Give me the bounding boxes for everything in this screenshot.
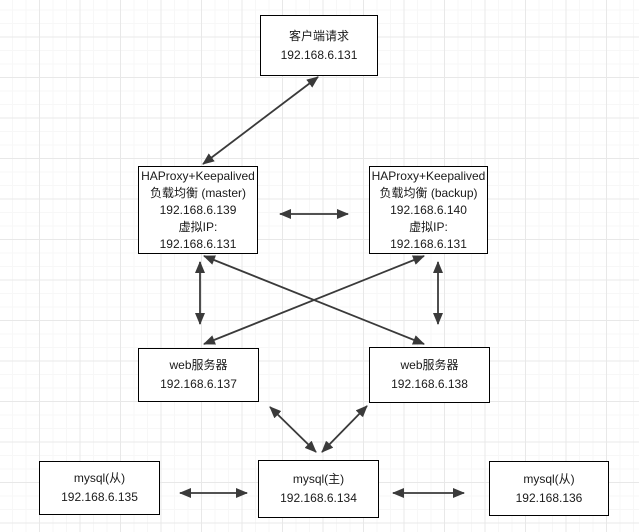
node-lb-backup-vip-label: 虚拟IP: bbox=[409, 219, 448, 234]
node-web-server-1: web服务器 192.168.6.137 bbox=[138, 348, 259, 402]
node-web-server-2-ip: 192.168.6.138 bbox=[391, 377, 468, 391]
node-mysql-slave-1: mysql(从) 192.168.6.135 bbox=[39, 461, 160, 515]
node-mysql-slave-1-label: mysql(从) bbox=[73, 471, 126, 485]
node-mysql-master: mysql(主) 192.168.6.134 bbox=[258, 460, 379, 518]
node-client-label: 客户端请求 bbox=[288, 28, 349, 43]
node-web-server-2: web服务器 192.168.6.138 bbox=[369, 347, 490, 403]
node-lb-backup-line2: 负载均衡 (backup) bbox=[379, 185, 478, 200]
edge-lb-backup-web1 bbox=[203, 255, 425, 345]
node-mysql-slave-2: mysql(从) 192.168.136 bbox=[489, 461, 609, 516]
node-mysql-slave-2-label: mysql(从) bbox=[523, 471, 575, 486]
node-lb-backup-line1: HAProxy+Keepalived bbox=[371, 168, 486, 183]
node-mysql-master-label: mysql(主) bbox=[292, 472, 345, 486]
node-client: 客户端请求 192.168.6.131 bbox=[260, 15, 378, 76]
node-web-server-1-ip: 192.168.6.137 bbox=[160, 377, 237, 391]
node-client-ip: 192.168.6.131 bbox=[280, 47, 358, 62]
node-lb-master-vip: 192.168.6.131 bbox=[159, 236, 237, 251]
node-lb-master-ip: 192.168.6.139 bbox=[159, 202, 237, 217]
node-web-server-2-label: web服务器 bbox=[400, 358, 459, 372]
node-lb-master-vip-label: 虚拟IP: bbox=[178, 219, 218, 234]
node-lb-backup-ip: 192.168.6.140 bbox=[390, 202, 467, 217]
node-web-server-1-label: web服务器 bbox=[169, 358, 228, 372]
edge-lb-master-web2 bbox=[203, 255, 425, 345]
node-lb-master-line2: 负载均衡 (master) bbox=[149, 185, 246, 200]
node-lb-master: HAProxy+Keepalived 负载均衡 (master) 192.168… bbox=[138, 166, 258, 254]
node-mysql-slave-2-ip: 192.168.136 bbox=[515, 490, 583, 505]
node-mysql-slave-1-ip: 192.168.6.135 bbox=[61, 490, 138, 504]
edge-web1-mysql-master bbox=[269, 406, 317, 453]
edge-client-lb-master bbox=[202, 76, 319, 165]
node-mysql-master-ip: 192.168.6.134 bbox=[280, 491, 357, 505]
edge-web2-mysql-master bbox=[321, 405, 368, 453]
node-lb-backup-vip: 192.168.6.131 bbox=[390, 236, 467, 251]
node-lb-backup: HAProxy+Keepalived 负载均衡 (backup) 192.168… bbox=[369, 166, 488, 254]
node-lb-master-line1: HAProxy+Keepalived bbox=[141, 168, 255, 183]
